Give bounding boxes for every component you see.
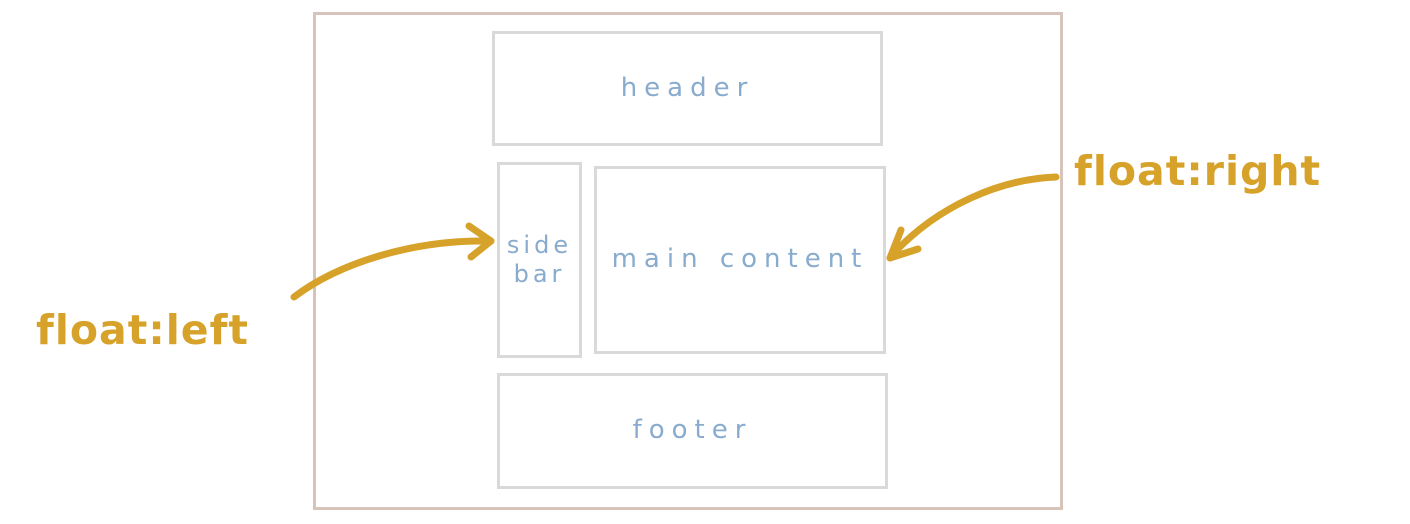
footer-box: footer — [497, 373, 888, 489]
header-box: header — [492, 31, 883, 146]
float-right-annotation: float:right — [1074, 147, 1322, 195]
sidebar-label-line2: bar — [513, 260, 566, 288]
header-label: header — [620, 72, 755, 103]
sidebar-label-line1: side — [506, 231, 573, 260]
sidebar-box: side bar — [497, 162, 582, 358]
main-content-box: main content — [594, 166, 886, 354]
footer-label: footer — [632, 415, 753, 446]
float-left-annotation: float:left — [36, 306, 250, 354]
main-content-label: main content — [611, 244, 869, 275]
